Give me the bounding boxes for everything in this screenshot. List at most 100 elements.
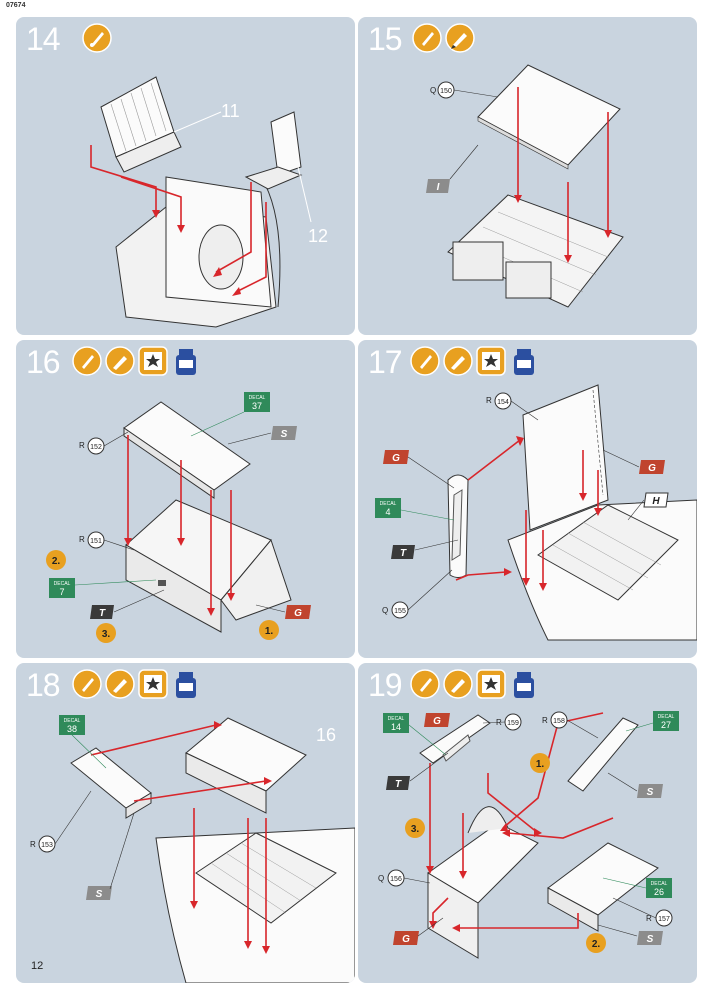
single-seat-part — [270, 111, 302, 176]
step-17-panel: 17 R 154 Q 155 — [358, 340, 697, 658]
svg-text:H: H — [652, 496, 660, 507]
paint-brush-icon — [443, 669, 473, 699]
svg-text:26: 26 — [654, 887, 664, 897]
svg-text:G: G — [392, 453, 400, 464]
svg-text:T: T — [395, 779, 402, 790]
svg-text:S: S — [647, 934, 654, 945]
svg-text:I: I — [437, 182, 440, 193]
svg-text:DECAL: DECAL — [388, 716, 405, 722]
svg-text:R: R — [646, 914, 652, 923]
svg-text:3.: 3. — [411, 824, 420, 835]
kit-code: 07674 — [6, 2, 26, 9]
step-number: 16 — [26, 344, 61, 380]
svg-text:154: 154 — [497, 399, 509, 406]
glue-icon — [410, 346, 440, 376]
svg-text:S: S — [647, 787, 654, 798]
step-17-illustration: R 154 Q 155 DECAL 4 G G H T — [375, 384, 697, 641]
page-number: 12 — [31, 960, 44, 972]
svg-text:16: 16 — [316, 725, 336, 745]
svg-text:153: 153 — [41, 842, 53, 849]
svg-text:DECAL: DECAL — [54, 581, 71, 587]
step-18-panel: 18 16 DECAL 38 R 153 — [16, 663, 355, 983]
svg-text:DECAL: DECAL — [658, 714, 675, 720]
svg-text:DECAL: DECAL — [651, 881, 668, 887]
svg-text:R: R — [542, 716, 548, 725]
glue-icon — [72, 669, 102, 699]
step-icons — [410, 346, 539, 376]
glue-icon — [82, 23, 112, 53]
decal-badge — [653, 711, 679, 731]
svg-text:G: G — [402, 934, 410, 945]
svg-text:155: 155 — [394, 608, 406, 615]
svg-text:DECAL: DECAL — [64, 718, 81, 724]
step-icons — [72, 346, 201, 376]
svg-text:4: 4 — [385, 507, 390, 517]
svg-text:37: 37 — [252, 401, 262, 411]
svg-text:DECAL: DECAL — [380, 501, 397, 507]
step-14-illustration: 11 12 — [90, 76, 328, 328]
step-18-illustration: 16 DECAL 38 R 153 S — [30, 715, 355, 983]
step-icons — [72, 669, 201, 699]
glue-icon — [412, 23, 442, 53]
svg-text:151: 151 — [90, 538, 102, 545]
glue-icon — [410, 669, 440, 699]
svg-text:Q: Q — [382, 606, 388, 615]
decal-badge — [59, 715, 85, 735]
svg-text:T: T — [400, 548, 407, 559]
paint-brush-icon — [443, 346, 473, 376]
svg-text:T: T — [99, 608, 106, 619]
step-icons — [82, 23, 112, 53]
svg-text:G: G — [648, 463, 656, 474]
step-number: 17 — [368, 344, 403, 380]
svg-text:Q: Q — [430, 86, 436, 95]
star-decal-icon — [476, 346, 506, 376]
star-decal-icon — [138, 669, 168, 699]
part-label-11: 11 — [221, 101, 240, 121]
paint-brush-icon — [105, 346, 135, 376]
svg-text:R: R — [79, 441, 85, 450]
step-15-panel: 15 Q 150 I — [358, 17, 697, 335]
svg-text:27: 27 — [661, 720, 671, 730]
step-icons — [412, 23, 475, 53]
svg-text:G: G — [294, 608, 302, 619]
svg-text:2.: 2. — [52, 556, 61, 567]
decal-badge — [646, 878, 672, 898]
step-14-panel: 14 11 12 — [16, 17, 355, 335]
glue-icon — [72, 346, 102, 376]
step-16-illustration: R 152 R 151 DECAL 37 DECAL 7 S T G 2. 3.… — [46, 392, 311, 643]
svg-text:14: 14 — [391, 722, 401, 732]
svg-text:158: 158 — [553, 718, 565, 725]
svg-text:S: S — [96, 889, 103, 900]
step-number: 19 — [368, 667, 403, 703]
decal-soft-bottle-icon — [509, 669, 539, 699]
step-15-illustration: Q 150 I — [426, 64, 624, 308]
svg-text:R: R — [79, 535, 85, 544]
svg-text:3.: 3. — [102, 629, 111, 640]
step-number: 15 — [368, 21, 403, 57]
svg-text:R: R — [486, 396, 492, 405]
svg-text:1.: 1. — [265, 626, 274, 637]
decal-badge — [375, 498, 401, 518]
part-label-12: 12 — [308, 226, 328, 246]
star-decal-icon — [138, 346, 168, 376]
svg-text:152: 152 — [90, 444, 102, 451]
decal-soft-bottle-icon — [171, 346, 201, 376]
step-number: 18 — [26, 667, 61, 703]
decal-badge — [244, 392, 270, 412]
svg-text:157: 157 — [658, 916, 670, 923]
paint-brush-icon — [105, 669, 135, 699]
decal-badge — [49, 578, 75, 598]
svg-text:1.: 1. — [536, 759, 545, 770]
svg-text:DECAL: DECAL — [249, 395, 266, 401]
svg-text:Q: Q — [378, 874, 384, 883]
svg-text:S: S — [281, 429, 288, 440]
decal-soft-bottle-icon — [171, 669, 201, 699]
decal-badge — [383, 713, 409, 733]
svg-text:R: R — [30, 840, 36, 849]
star-decal-icon — [476, 669, 506, 699]
step-19-panel: 19 DECAL 14 — [358, 663, 697, 983]
paint-code-badge — [426, 179, 450, 193]
svg-text:38: 38 — [67, 724, 77, 734]
part-number-150: 150 — [440, 88, 452, 95]
svg-text:2.: 2. — [592, 939, 601, 950]
